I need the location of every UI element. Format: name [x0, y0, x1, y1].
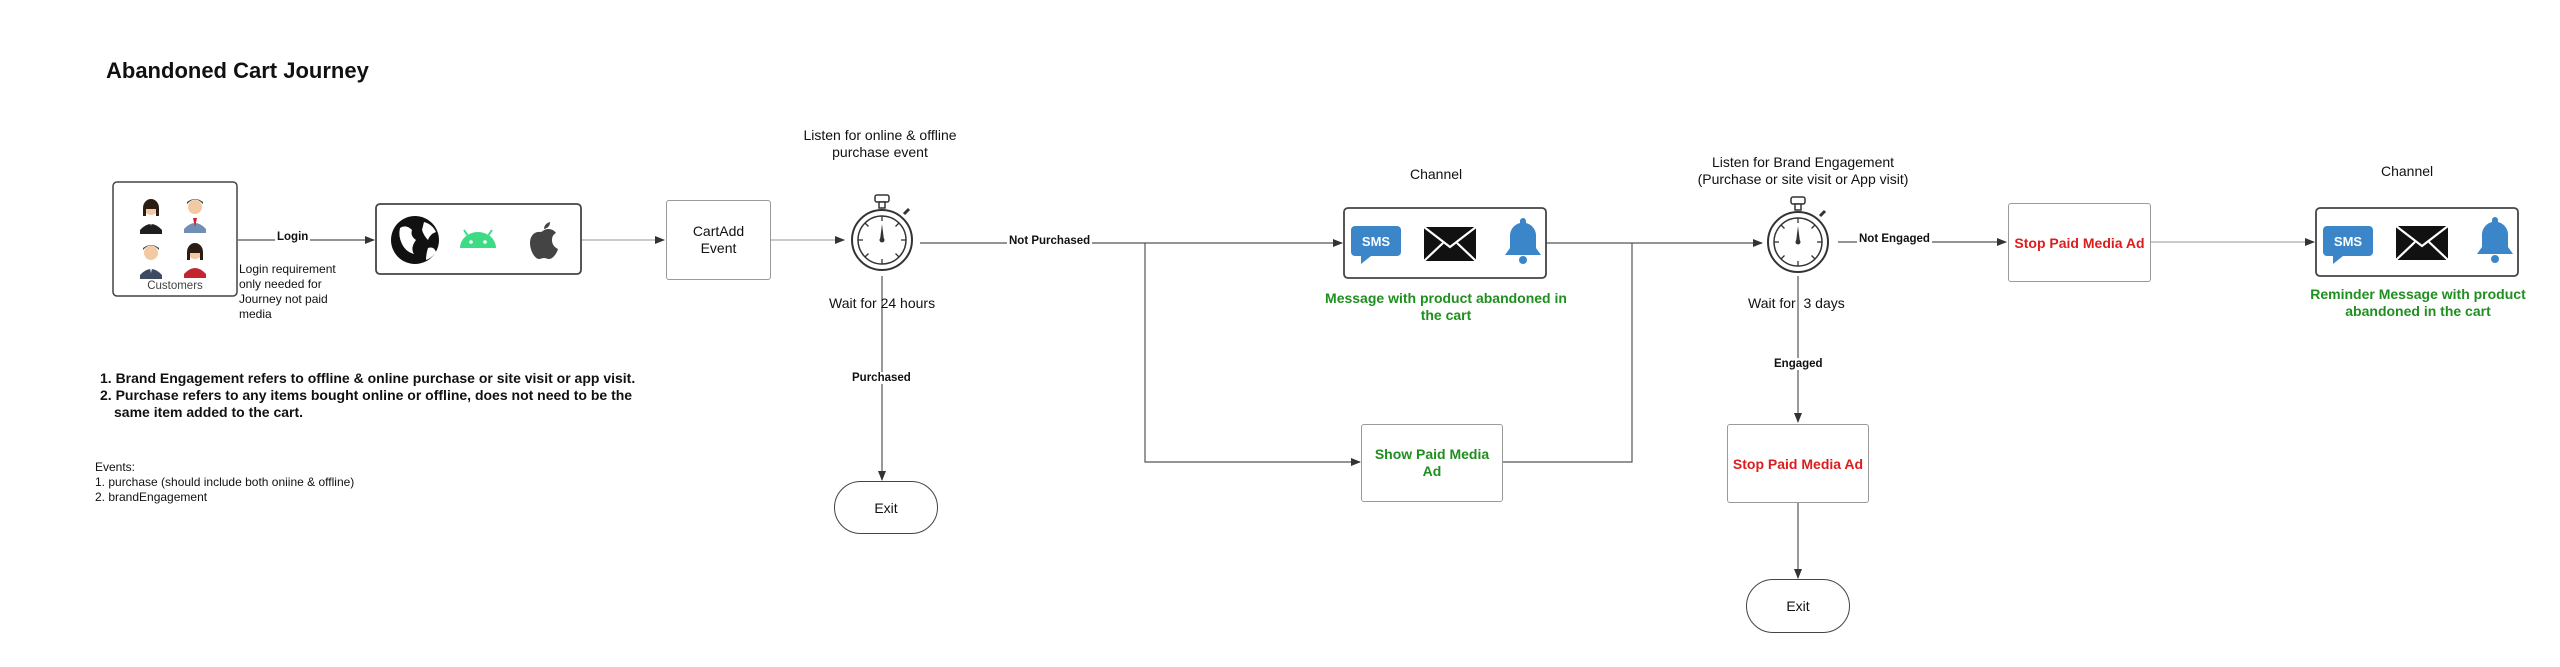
devices-box: [375, 203, 582, 275]
show-paid-media-ad-box: Show Paid Media Ad: [1361, 424, 1503, 502]
stop-paid-media-ad-label-1: Stop Paid Media Ad: [2014, 234, 2145, 251]
stopwatch-icon: [1767, 196, 1829, 273]
event-item: 2. brandEngagement: [95, 490, 208, 504]
timer2-wait: Wait for 3 days: [1748, 295, 1845, 311]
note-2: 2. Purchase refers to any items bought o…: [100, 387, 633, 420]
sms-icon: SMS: [1351, 226, 1401, 264]
svg-text:SMS: SMS: [1362, 234, 1391, 249]
channel2-caption: Reminder Message with product abandoned …: [2310, 286, 2526, 319]
channel1-caption: Message with product abandoned in the ca…: [1325, 290, 1567, 323]
channel2-header: Channel: [2381, 163, 2434, 179]
exit-node-1: Exit: [834, 481, 938, 534]
edge-label-engaged: Engaged: [1772, 358, 1825, 370]
timer2-caption: Listen for Brand Engagement (Purchase or…: [1697, 154, 1909, 187]
customers-label: Customers: [147, 280, 203, 292]
edge-label-login: Login: [275, 231, 311, 243]
apple-icon: [530, 222, 558, 259]
exit-node-2: Exit: [1746, 579, 1850, 633]
edge-label-not-engaged: Not Engaged: [1857, 233, 1932, 245]
events-header: Events:: [95, 460, 136, 474]
note-1: 1. Brand Engagement refers to offline & …: [100, 370, 636, 386]
svg-text:SMS: SMS: [2334, 234, 2363, 249]
envelope-icon: [2395, 225, 2449, 261]
events-list: Events: 1. purchase (should include both…: [95, 460, 354, 505]
edge-label-purchased: Purchased: [850, 372, 913, 384]
bell-icon: [2477, 217, 2513, 263]
customers-box: [112, 181, 238, 297]
show-paid-media-ad-label: Show Paid Media Ad: [1374, 446, 1490, 479]
login-note: Login requirement only needed for Journe…: [239, 262, 336, 321]
sms-icon: SMS: [2323, 226, 2373, 264]
globe-icon: [391, 216, 439, 264]
notes: 1. Brand Engagement refers to offline & …: [100, 370, 660, 421]
exit-label-2: Exit: [1786, 598, 1810, 614]
cartadd-event-label: CartAdd Event: [692, 223, 745, 256]
stop-paid-media-ad-box-2: Stop Paid Media Ad: [1727, 424, 1869, 503]
android-icon: [460, 229, 496, 248]
edge-paid-media-to-timer2: [1502, 243, 1633, 463]
timer1-wait: Wait for 24 hours: [829, 295, 936, 311]
timer1-caption: Listen for online & offline purchase eve…: [803, 127, 957, 160]
exit-label-1: Exit: [874, 499, 898, 516]
envelope-icon: [1423, 226, 1477, 262]
channel-box-2: SMS: [2315, 207, 2519, 277]
edge-branch-paid-media: [1144, 243, 1361, 466]
stopwatch-icon: [851, 194, 913, 271]
people-icon: [140, 199, 206, 279]
bell-icon: [1505, 218, 1541, 264]
cartadd-event-box: CartAdd Event: [666, 200, 771, 280]
channel1-header: Channel: [1410, 166, 1463, 182]
channel-box-1: SMS: [1343, 207, 1547, 279]
event-item: 1. purchase (should include both oniine …: [95, 475, 355, 489]
edge-label-not-purchased: Not Purchased: [1007, 235, 1093, 247]
stop-paid-media-ad-box-1: Stop Paid Media Ad: [2008, 203, 2151, 282]
stop-paid-media-ad-label-2: Stop Paid Media Ad: [1732, 455, 1864, 472]
page-title: Abandoned Cart Journey: [106, 58, 369, 83]
